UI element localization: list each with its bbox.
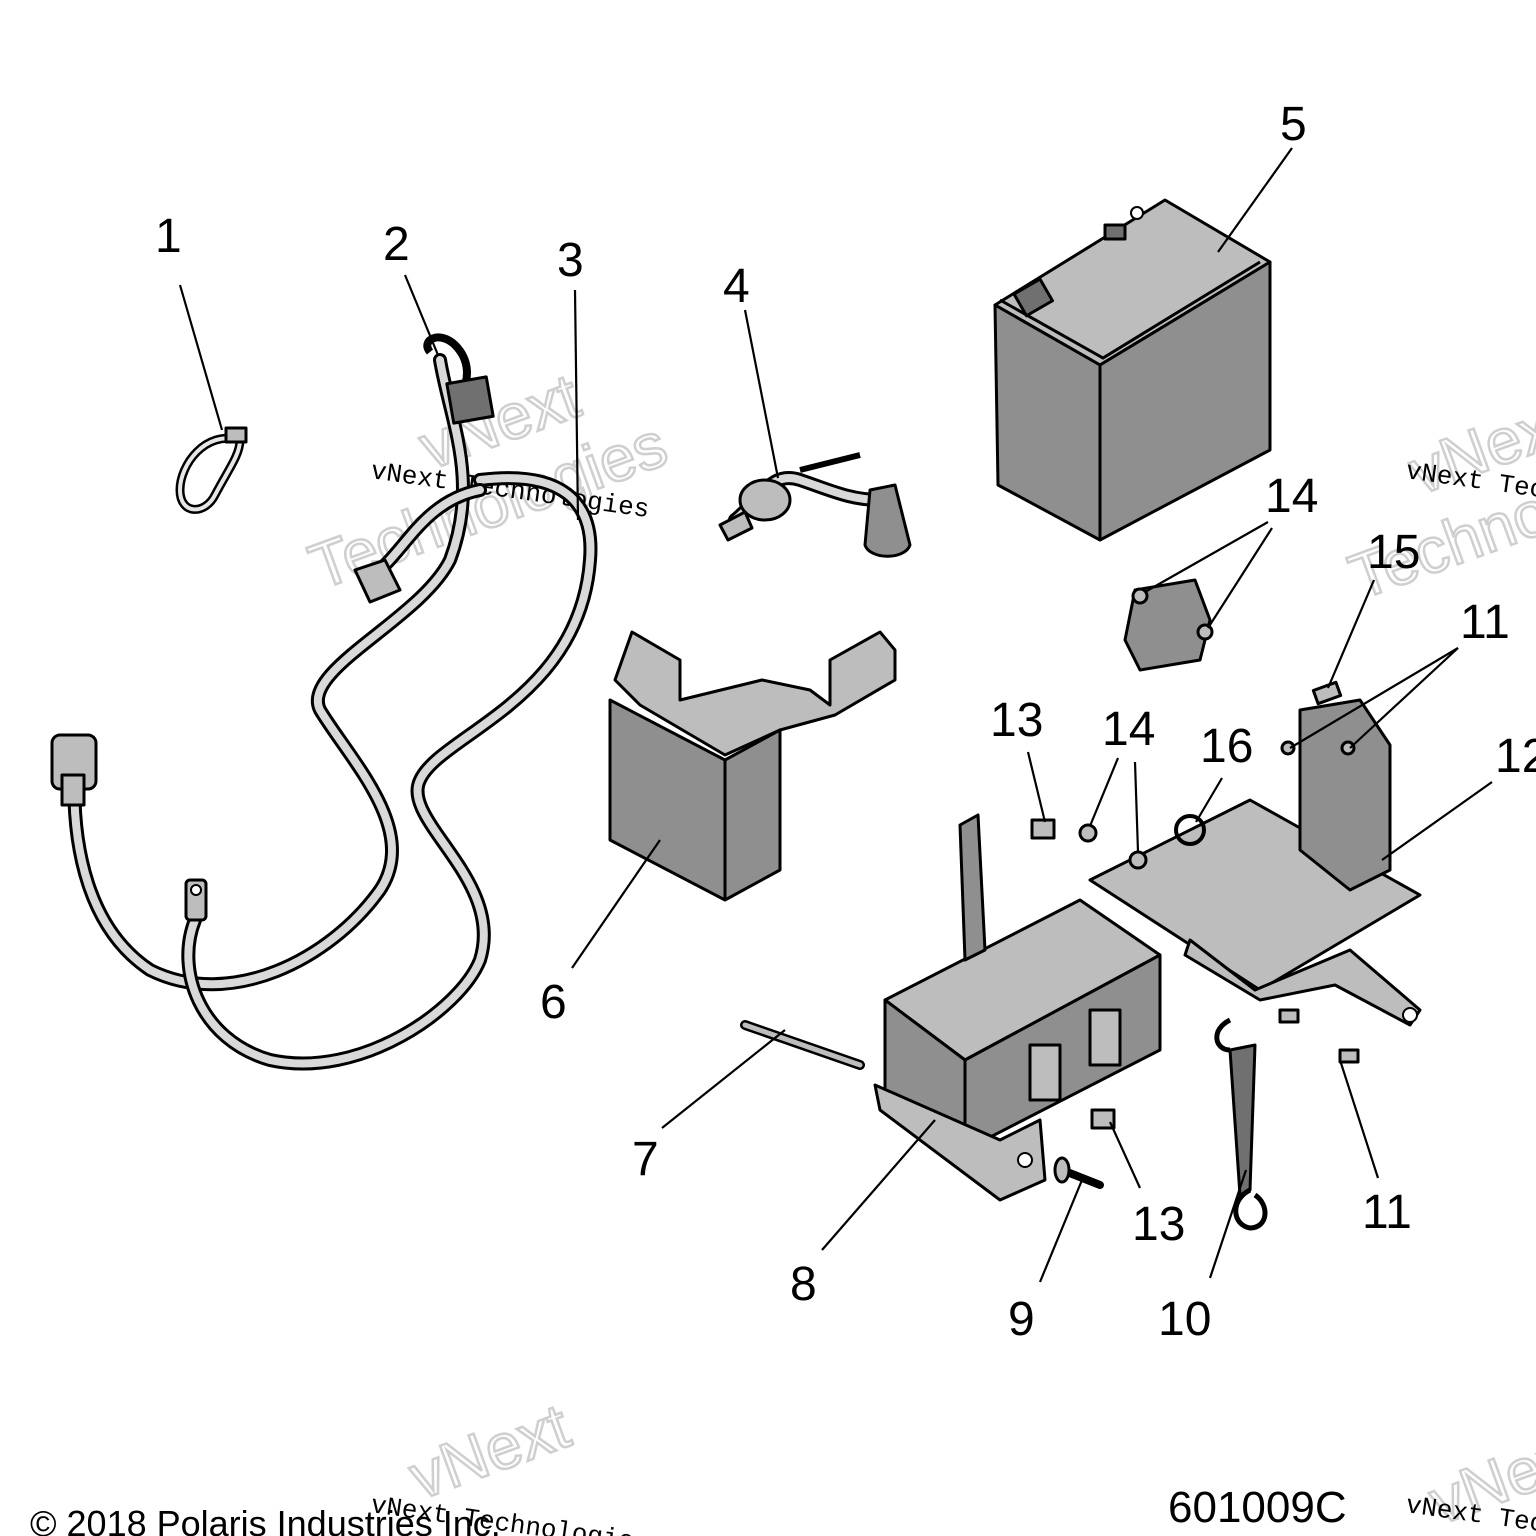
leader-10 <box>1208 1169 1248 1279</box>
leader-14b <box>1207 527 1273 629</box>
leader-11c <box>1338 1059 1380 1179</box>
part-battery-cover <box>608 630 897 902</box>
leader-14d <box>1133 761 1140 853</box>
part-battery <box>993 198 1272 542</box>
callout-10: 10 <box>1158 1293 1211 1346</box>
leader-6 <box>571 839 661 969</box>
leader-9 <box>1038 1179 1084 1283</box>
leader-11a <box>1289 647 1459 749</box>
leader-16 <box>1195 777 1223 823</box>
callout-16: 16 <box>1200 720 1253 773</box>
callout-13a: 13 <box>990 694 1043 747</box>
leader-1 <box>178 284 224 431</box>
callout-4: 4 <box>723 260 750 313</box>
part-harness-lead <box>718 452 912 558</box>
callout-15: 15 <box>1367 526 1420 579</box>
part-battery-box <box>873 813 1162 1202</box>
callout-14b: 14 <box>1102 703 1155 756</box>
diagram-code: 601009C <box>1168 1483 1347 1532</box>
part-battery-cables <box>50 333 598 1071</box>
part-hardware <box>1030 578 1360 1189</box>
part-strap <box>1214 1017 1268 1231</box>
callout-3: 3 <box>557 234 584 287</box>
copyright-text: © 2018 Polaris Industries Inc. <box>30 1503 501 1536</box>
leader-lines <box>178 147 1493 1283</box>
part-mounting-bracket <box>1088 698 1422 1027</box>
leader-8 <box>821 1119 936 1251</box>
callout-8: 8 <box>790 1258 817 1311</box>
leader-4 <box>743 309 780 479</box>
callout-13b: 13 <box>1132 1198 1185 1251</box>
part-cable-tie <box>175 426 248 514</box>
leader-14a <box>1144 521 1269 593</box>
watermark-vnext-bottom: vNext <box>400 1389 579 1513</box>
callout-1: 1 <box>155 210 182 263</box>
callout-group: 1 2 3 4 5 6 7 8 9 10 11 11 12 13 13 14 1… <box>155 98 1536 1346</box>
leader-5 <box>1217 147 1293 253</box>
leader-13b <box>1108 1121 1142 1189</box>
part-rod <box>740 1020 865 1070</box>
callout-11a: 11 <box>1460 596 1510 649</box>
callout-14a: 14 <box>1265 470 1318 523</box>
leader-3 <box>573 289 580 521</box>
callout-11b: 11 <box>1362 1186 1412 1239</box>
leader-2 <box>403 274 440 356</box>
leader-7 <box>661 1029 786 1129</box>
callout-7: 7 <box>632 1133 659 1186</box>
callout-5: 5 <box>1280 98 1307 151</box>
leader-13a <box>1026 751 1047 823</box>
callout-9: 9 <box>1008 1293 1035 1346</box>
leader-14c <box>1088 757 1120 827</box>
callout-6: 6 <box>540 976 567 1029</box>
footer: © 2018 Polaris Industries Inc. 601009C <box>30 1483 1347 1536</box>
callout-12: 12 <box>1495 730 1536 783</box>
leader-15 <box>1326 579 1376 689</box>
leader-11b <box>1349 647 1459 749</box>
callout-2: 2 <box>383 218 410 271</box>
leader-12 <box>1381 781 1493 861</box>
